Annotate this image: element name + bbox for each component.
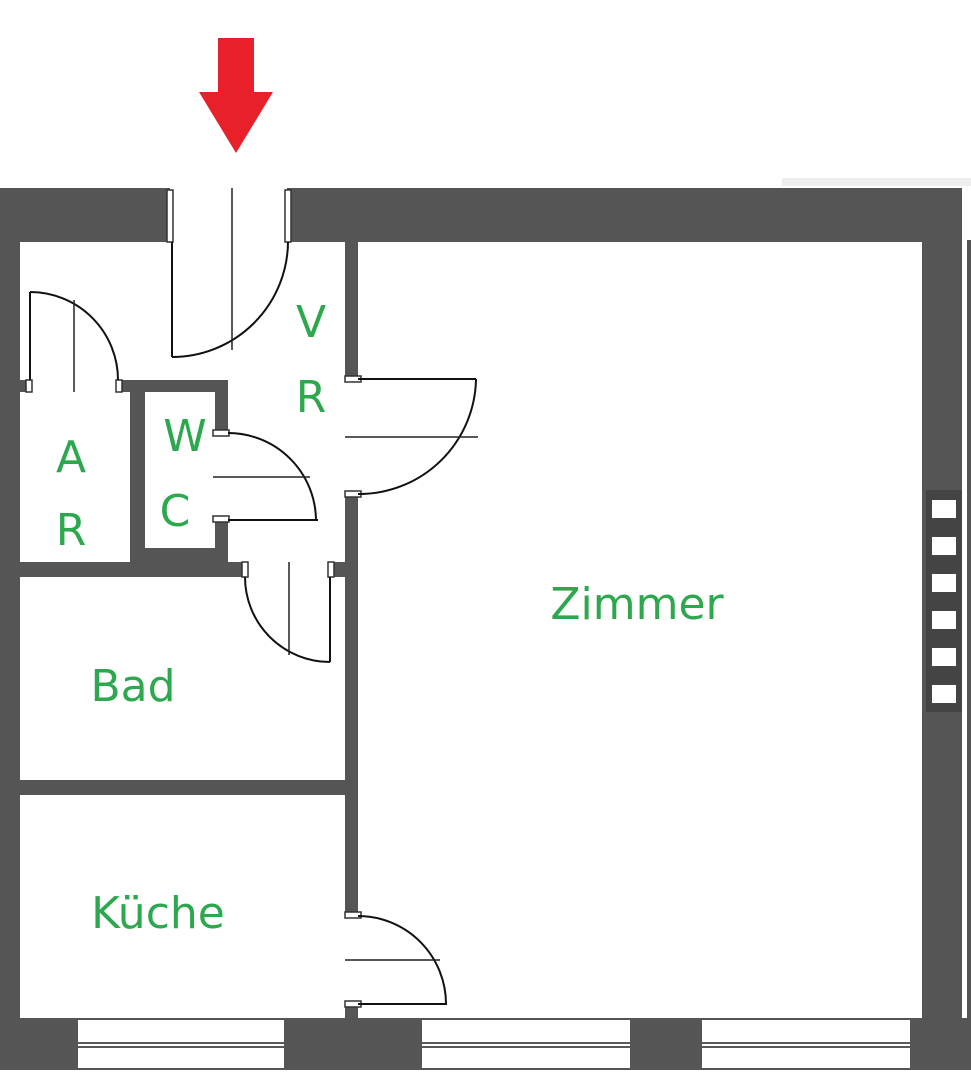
walls (0, 178, 971, 1070)
label-wc-2: C (160, 486, 191, 537)
kueche-door-icon (344, 911, 447, 1008)
entrance-door-icon (166, 188, 292, 358)
zimmer-door-icon (344, 375, 478, 498)
wc-door-icon (212, 429, 318, 523)
label-wc-1: W (163, 411, 207, 462)
windows (78, 1042, 910, 1048)
label-vr-2: R (296, 372, 327, 423)
label-vr-1: V (296, 297, 326, 348)
label-ar-1: A (56, 432, 86, 483)
radiator-icon (926, 490, 962, 712)
ar-door-icon (25, 291, 123, 393)
entrance-arrow-icon (199, 38, 273, 153)
label-kueche: Küche (91, 888, 225, 939)
label-bad: Bad (90, 661, 175, 712)
bad-door-icon (241, 561, 335, 663)
doors (25, 188, 478, 1008)
label-ar-2: R (56, 505, 87, 556)
label-zimmer: Zimmer (550, 579, 724, 630)
room-labels: V R A R W C Bad Zimmer Küche (56, 297, 725, 939)
